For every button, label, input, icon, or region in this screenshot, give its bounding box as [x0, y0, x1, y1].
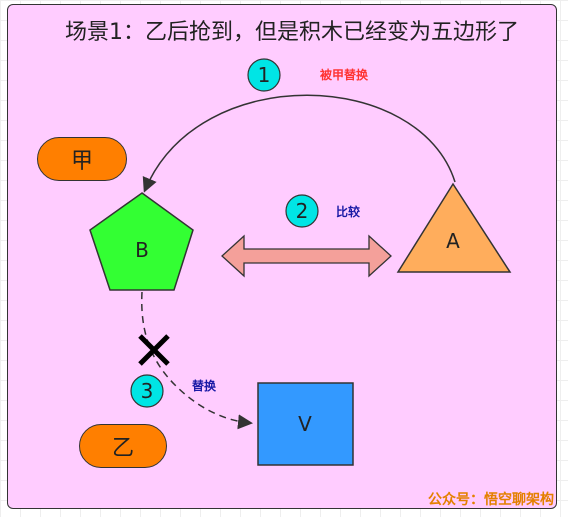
compare-double-arrow — [221, 234, 392, 278]
square-label: V — [298, 412, 312, 436]
square-shape — [257, 382, 354, 466]
step-3-label: 替换 — [192, 378, 217, 393]
diagram-title: 场景1：乙后抢到，但是积木已经变为五边形了 — [65, 20, 519, 45]
pentagon-label: B — [135, 238, 149, 262]
step-2-label: 比较 — [336, 204, 360, 219]
step-1-label: 被甲替换 — [320, 67, 369, 82]
triangle-shape — [396, 182, 512, 273]
step-2-number: 2 — [296, 199, 309, 223]
blocked-x-icon — [138, 334, 170, 366]
step-1-circle — [247, 58, 281, 92]
pentagon-shape — [89, 192, 194, 291]
step-3-circle — [130, 374, 164, 408]
step-2-circle — [285, 194, 319, 228]
watermark: 公众号：悟空聊架构 — [428, 492, 554, 508]
replace-arrow-curve — [142, 94, 456, 193]
triangle-label: A — [446, 229, 460, 253]
actor-jia: 甲 — [37, 137, 127, 181]
actor-yi: 乙 — [79, 424, 167, 468]
step-3-number: 3 — [141, 379, 154, 403]
replace-arrow-dashed — [141, 291, 253, 430]
step-1-number: 1 — [258, 63, 271, 87]
